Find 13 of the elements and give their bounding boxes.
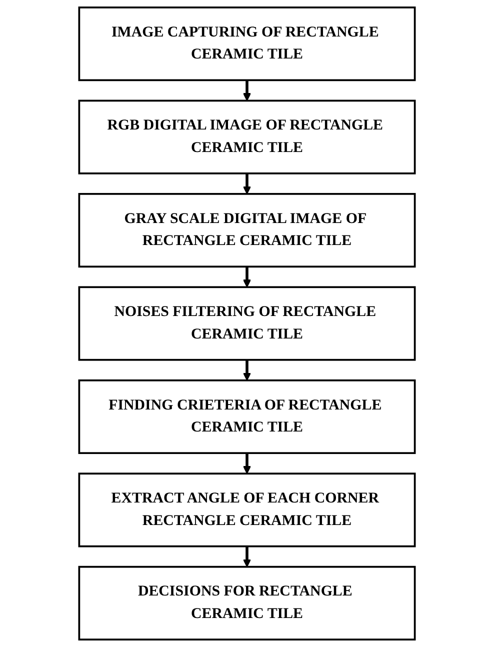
node-box: FINDING CRIETERIA OF RECTANGLE CERAMIC TILE bbox=[78, 379, 416, 454]
node-box: NOISES FILTERING OF RECTANGLE CERAMIC TILE bbox=[78, 286, 416, 361]
arrow bbox=[242, 360, 252, 381]
arrow bbox=[242, 80, 252, 102]
node-box: DECISIONS FOR RECTANGLE CERAMIC TILE bbox=[78, 566, 416, 640]
node-box: RGB DIGITAL IMAGE OF RECTANGLE CERAMIC TILE bbox=[78, 100, 416, 174]
arrow bbox=[242, 173, 252, 194]
arrow bbox=[242, 546, 252, 568]
arrow bbox=[242, 266, 252, 288]
node-box: EXTRACT ANGLE OF EACH CORNER RECTANGLE CERAMIC TILE bbox=[78, 472, 416, 548]
node-box: IMAGE CAPTURING OF RECTANGLE CERAMIC TILE bbox=[78, 6, 416, 82]
node-box: GRAY SCALE DIGITAL IMAGE OF RECTANGLE CERAMIC TILE bbox=[78, 192, 416, 268]
arrow bbox=[242, 453, 252, 474]
